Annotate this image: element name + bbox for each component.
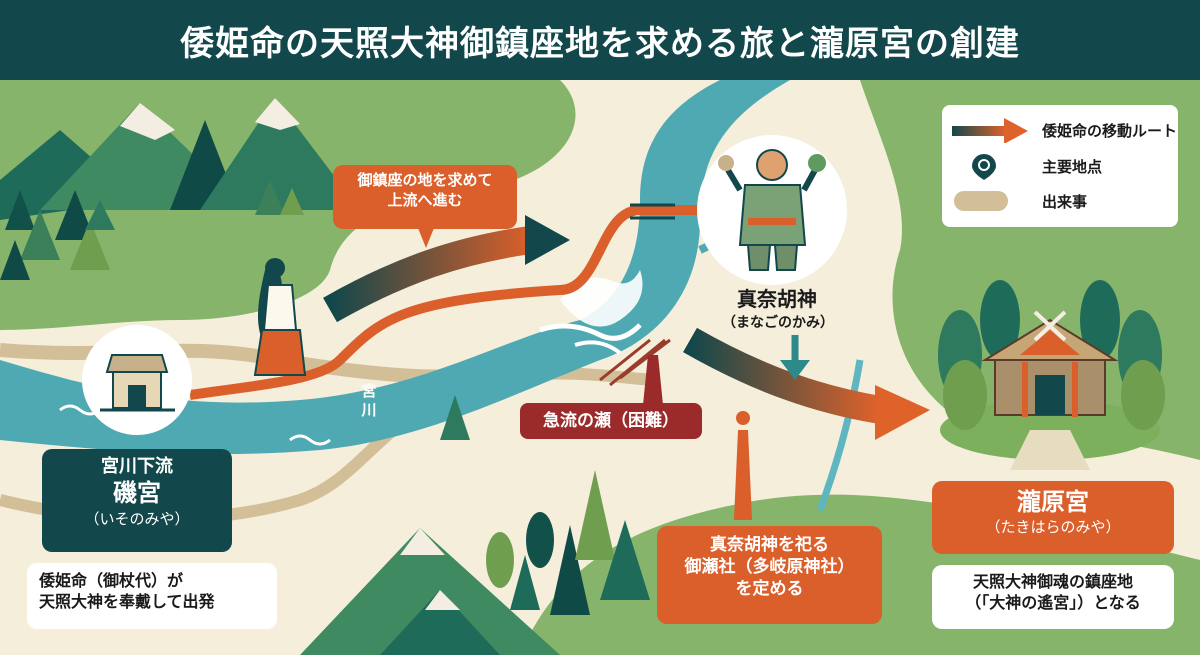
isomiya-line1: 宮川下流 (101, 456, 173, 477)
legend-label-event: 出来事 (1042, 192, 1088, 211)
callout-rapids: 急流の瀬（困難） (520, 403, 702, 439)
note-arrival: 天照大神御魂の鎮座地 （「大神の遙宮」）となる (932, 565, 1174, 629)
callout-misesha: 真奈胡神を祀る 御瀬社（多岐原神社） を定める (657, 526, 882, 624)
place-isomiya: 宮川下流 磯宮 （いそのみや） (42, 449, 232, 552)
legend-item-route: 倭姫命の移動ルート (942, 117, 1177, 143)
deity-caption: 真奈胡神 （まなごのかみ） (722, 283, 834, 332)
note-departure-line1: 倭姫命（御杖代）が (39, 571, 184, 590)
trees-south (440, 395, 650, 615)
legend-item-event: 出来事 (942, 189, 1087, 213)
isomiya-reading: （いそのみや） (84, 509, 190, 528)
takihara-name: 瀧原宮 (1017, 488, 1089, 516)
takihara-reading: （たきはらのみや） (985, 518, 1121, 537)
note-arrival-line1: 天照大神御魂の鎮座地 (972, 572, 1133, 591)
legend-label-route: 倭姫命の移動ルート (1042, 121, 1178, 140)
trees-northwest (0, 180, 304, 280)
deity-name: 真奈胡神 (737, 287, 817, 311)
yamatohime-figure (253, 258, 307, 376)
route-arrow-icon (952, 118, 1028, 143)
title-bar: 倭姫命の天照大神御鎮座地を求める旅と瀧原宮の創建 (0, 0, 1200, 80)
note-arrival-line2: （「大神の遙宮」）となる (965, 592, 1141, 612)
takihara-shrine-illustration (938, 280, 1165, 470)
callout-upstream-pointer (418, 228, 434, 248)
callout-upstream-line1: 御鎮座の地を求めて (357, 171, 493, 189)
note-departure-line2: 天照大神を奉戴して出発 (39, 591, 215, 611)
callout-misesha-line1: 真奈胡神を祀る (710, 535, 829, 555)
callout-upstream-line2: 上流へ進む (387, 190, 463, 209)
place-takiharanomiya: 瀧原宮 （たきはらのみや） (932, 481, 1174, 554)
page-title: 倭姫命の天照大神御鎮座地を求める旅と瀧原宮の創建 (180, 23, 1020, 64)
callout-misesha-line3: を定める (735, 579, 804, 600)
deity-reading: （まなごのかみ） (722, 315, 834, 331)
event-swatch-icon (954, 191, 1008, 211)
legend: 倭姫命の移動ルート 主要地点 出来事 (942, 105, 1178, 227)
route-line-upstream (189, 205, 720, 400)
river-label: 宮川 (361, 382, 377, 419)
legend-item-location: 主要地点 (942, 152, 1102, 180)
miya-river (0, 80, 790, 455)
location-pin-icon (972, 154, 996, 180)
callout-misesha-line2: 御瀬社（多岐原神社） (684, 557, 855, 578)
callout-upstream: 御鎮座の地を求めて 上流へ進む (333, 165, 517, 229)
isomiya-name: 磯宮 (113, 479, 161, 508)
note-departure: 倭姫命（御杖代）が 天照大神を奉戴して出発 (27, 563, 277, 629)
mountain-south (300, 528, 560, 655)
route-arrow-to-takihara (683, 327, 883, 424)
legend-label-location: 主要地点 (1042, 157, 1103, 176)
